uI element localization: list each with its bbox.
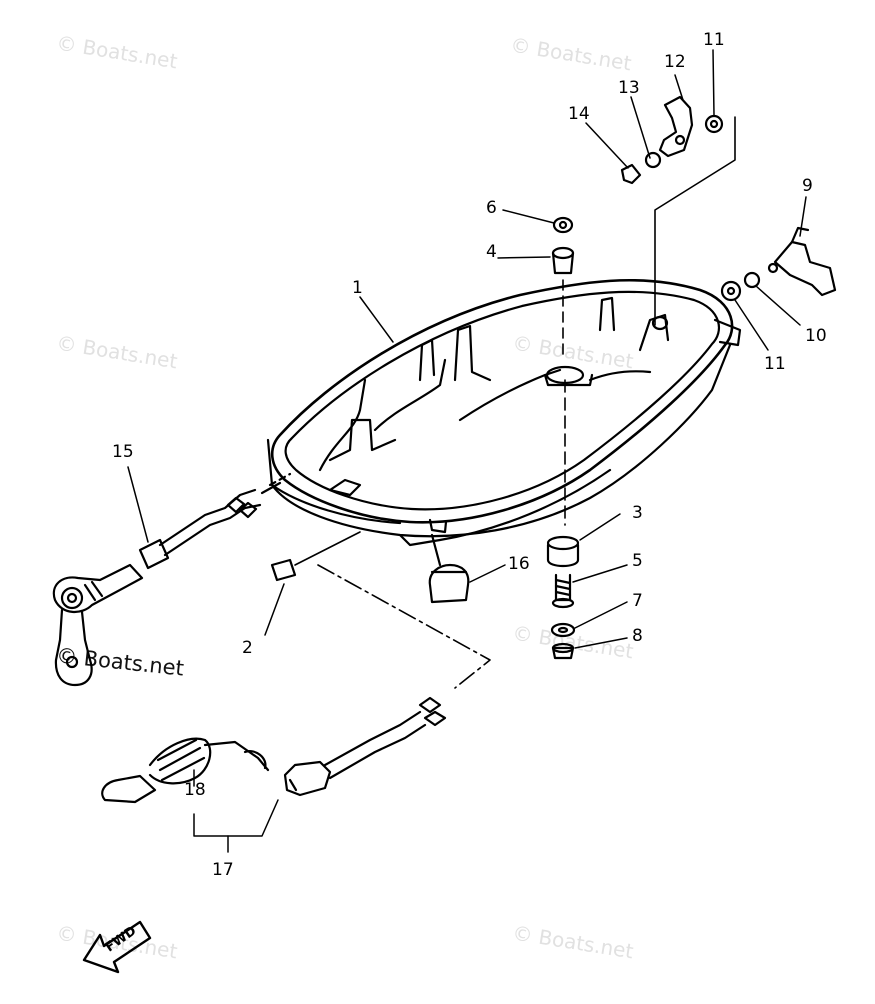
callout-11-top: 11 — [703, 30, 725, 50]
bolt-part — [551, 573, 575, 609]
callout-2: 2 — [242, 638, 253, 658]
forward-direction-arrow-icon — [82, 920, 152, 974]
grommet-part — [428, 533, 470, 604]
callout-17: 17 — [212, 860, 234, 880]
callout-9: 9 — [802, 176, 813, 196]
washer-part-10 — [743, 271, 761, 289]
callout-4: 4 — [486, 242, 497, 262]
callout-10: 10 — [805, 326, 827, 346]
emergency-stop-lanyard-part — [101, 696, 447, 804]
callout-3: 3 — [632, 503, 643, 523]
mount-rubber-part — [546, 535, 580, 568]
washer-part — [550, 622, 576, 638]
washer-part-13 — [644, 151, 662, 169]
callout-7: 7 — [632, 591, 643, 611]
label-plate-part — [270, 558, 297, 582]
callout-1: 1 — [352, 278, 363, 298]
bracket-part — [658, 95, 694, 158]
callout-18: 18 — [184, 780, 206, 800]
callout-14: 14 — [568, 104, 590, 124]
nut-part-top — [552, 216, 574, 234]
callout-6: 6 — [486, 198, 497, 218]
lever-part — [767, 226, 837, 297]
bottom-cowling-part — [266, 278, 742, 547]
callout-12: 12 — [664, 52, 686, 72]
callout-15: 15 — [112, 442, 134, 462]
wire-lead-part — [52, 472, 292, 687]
callout-11-right: 11 — [764, 354, 786, 374]
nut-part-11-top — [704, 114, 724, 134]
collar-part — [551, 246, 575, 275]
nut-part — [551, 646, 575, 660]
nut-part-11-right — [720, 280, 742, 302]
callout-13: 13 — [618, 78, 640, 98]
screw-part — [620, 163, 642, 185]
callout-16: 16 — [508, 554, 530, 574]
callout-5: 5 — [632, 551, 643, 571]
callout-8: 8 — [632, 626, 643, 646]
